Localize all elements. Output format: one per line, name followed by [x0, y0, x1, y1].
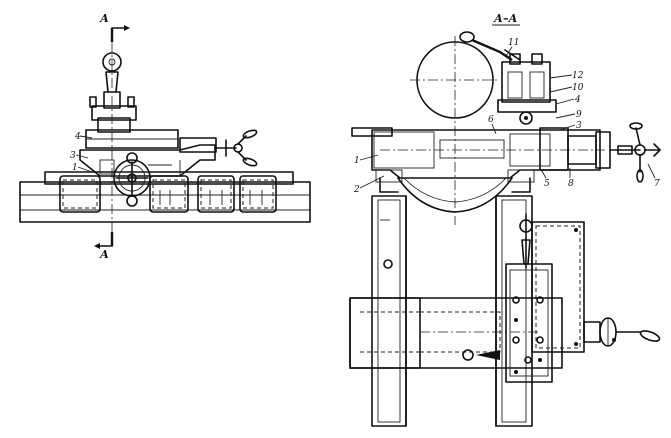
label-1r: 1 — [354, 156, 360, 166]
section-mark-top: А — [99, 12, 130, 42]
label-9: 9 — [576, 110, 582, 120]
right-section-view: А–А — [349, 12, 661, 427]
label-2: 2 — [353, 185, 360, 195]
label-5: 5 — [544, 179, 550, 189]
carriage-blocks — [59, 175, 277, 213]
inner-details — [99, 159, 181, 176]
section-letter-top: А — [99, 12, 109, 25]
label-12: 12 — [572, 71, 584, 81]
label-11: 11 — [508, 38, 519, 48]
label-8: 8 — [568, 179, 574, 189]
label-3: 3 — [70, 151, 76, 161]
label-4r: 4 — [574, 95, 581, 105]
left-front-view: А А — [19, 12, 311, 261]
feed-screw-crank — [609, 122, 661, 183]
label-1: 1 — [72, 163, 78, 173]
label-10: 10 — [572, 83, 584, 93]
carriage-plan — [349, 297, 563, 369]
side-crank — [215, 129, 258, 167]
saddle-arc — [375, 169, 535, 213]
section-letter-bottom: А — [99, 248, 109, 261]
right-plate — [531, 221, 585, 353]
section-mark-bottom: А — [94, 232, 114, 261]
tool-holder-top — [497, 53, 557, 125]
bed-vertical — [371, 195, 533, 427]
right-handwheel-plan — [583, 317, 661, 347]
right-labels: 11 12 10 4 9 3 6 1 2 5 8 7 — [353, 38, 660, 195]
left-labels: 4 3 1 — [70, 132, 93, 173]
label-7: 7 — [654, 179, 660, 189]
section-title: А–А — [493, 12, 517, 25]
tool-post — [89, 52, 137, 133]
cross-slide — [79, 129, 217, 177]
tool-post-plan — [505, 213, 553, 383]
label-6: 6 — [488, 115, 494, 125]
label-3r: 3 — [576, 121, 582, 131]
lathe-bed — [19, 171, 311, 223]
label-4: 4 — [74, 132, 81, 142]
lever-handle — [459, 31, 521, 61]
cross-slide-section — [351, 127, 611, 179]
handwheel-center — [113, 152, 151, 207]
